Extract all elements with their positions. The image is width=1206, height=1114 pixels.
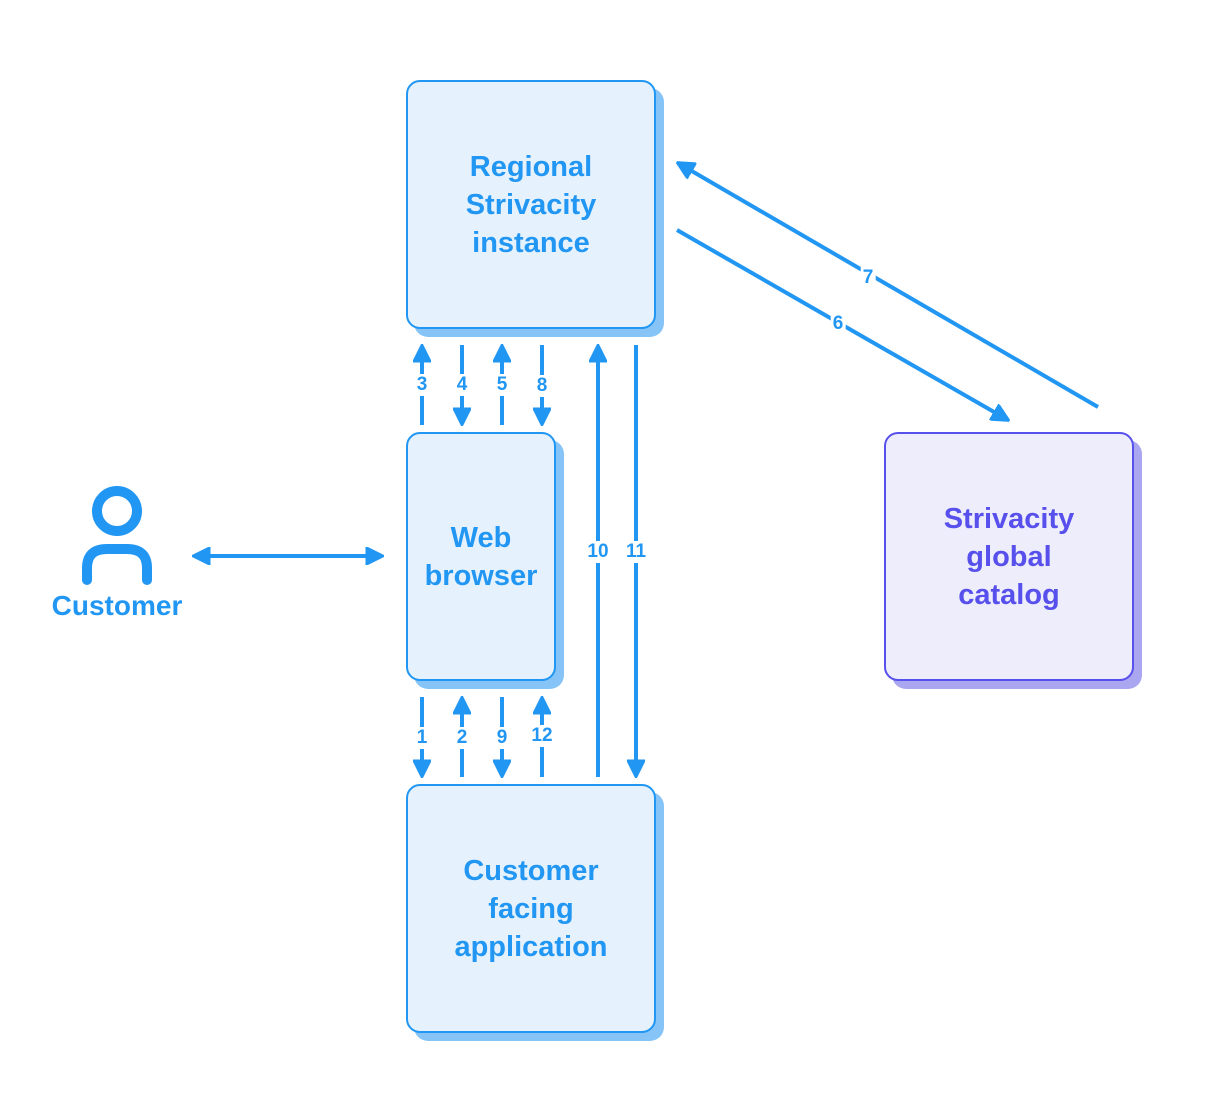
customer-facing-application-node[interactable]: Customer facing application — [406, 784, 656, 1033]
user-icon — [82, 486, 152, 585]
regional-strivacity-instance-node[interactable]: Regional Strivacity instance — [406, 80, 656, 329]
edge-label-6: 6 — [830, 313, 846, 335]
edge-label-9: 9 — [494, 727, 510, 749]
edge-label-5: 5 — [494, 374, 510, 396]
regional-strivacity-instance-label: Regional Strivacity instance — [465, 150, 597, 259]
edge-label-4: 4 — [454, 374, 470, 396]
web-browser-label: Web browser — [424, 521, 538, 592]
strivacity-global-catalog-label: Strivacity global catalog — [943, 502, 1075, 611]
customer-facing-application-label: Customer facing application — [454, 854, 608, 963]
edge-label-11: 11 — [623, 541, 649, 563]
edge-catalog-to-regional-7 — [678, 163, 1100, 409]
edge-label-8: 8 — [534, 375, 550, 397]
web-browser-node[interactable]: Web browser — [406, 432, 556, 681]
edge-label-3: 3 — [414, 374, 430, 396]
edge-label-2: 2 — [454, 727, 470, 749]
edge-label-10: 10 — [585, 541, 611, 563]
edge-label-7: 7 — [860, 267, 876, 289]
customer-label: Customer — [51, 590, 183, 621]
strivacity-global-catalog-node[interactable]: Strivacity global catalog — [884, 432, 1134, 681]
edge-label-1: 1 — [414, 727, 430, 749]
edge-label-12: 12 — [529, 725, 555, 747]
